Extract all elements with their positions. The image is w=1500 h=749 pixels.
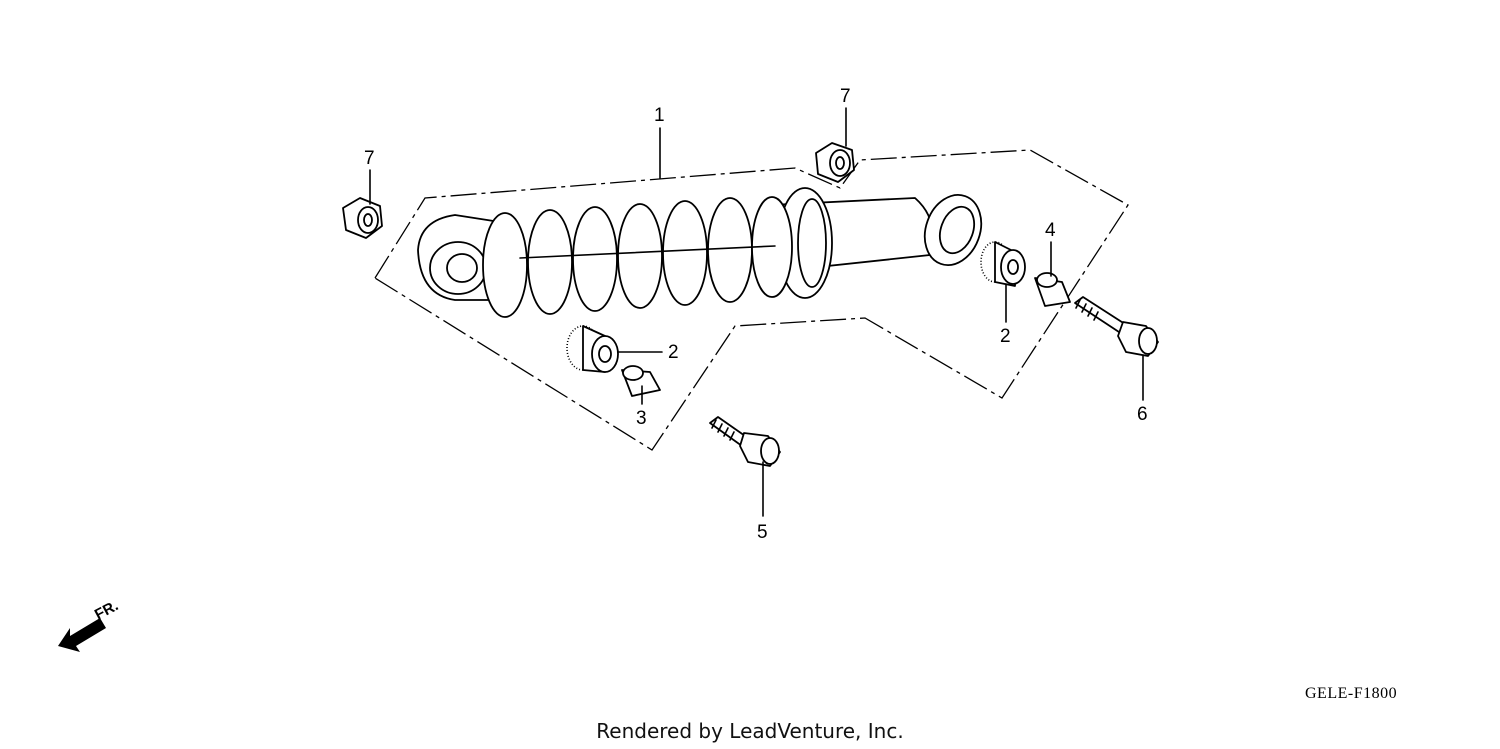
bushing-lower[interactable] xyxy=(566,325,619,373)
callout-2-lower: 2 xyxy=(668,342,679,363)
callout-7-right: 7 xyxy=(840,86,851,107)
callout-2-upper: 2 xyxy=(1000,326,1011,347)
diagram-code: GELE-F1800 xyxy=(1305,685,1397,702)
front-direction-indicator: FR. xyxy=(58,597,121,652)
callout-7-left: 7 xyxy=(364,148,375,169)
callout-1: 1 xyxy=(654,105,665,126)
callout-4: 4 xyxy=(1045,220,1056,241)
assembly-outline xyxy=(374,149,1129,451)
collar-lower[interactable] xyxy=(621,365,661,397)
rear-shock-absorber[interactable] xyxy=(417,187,991,318)
front-arrow-icon xyxy=(58,618,106,652)
flange-nut-left[interactable] xyxy=(342,197,383,239)
flange-bolt-lower[interactable] xyxy=(709,416,781,467)
collar-upper[interactable] xyxy=(1034,272,1071,307)
flange-bolt-upper[interactable] xyxy=(1074,296,1159,357)
flange-nut-right[interactable] xyxy=(815,142,855,183)
front-label: FR. xyxy=(92,597,121,623)
callout-5: 5 xyxy=(757,522,768,543)
render-credit: Rendered by LeadVenture, Inc. xyxy=(596,719,903,743)
bushing-upper[interactable] xyxy=(980,241,1026,287)
callout-3: 3 xyxy=(636,408,647,429)
callout-6: 6 xyxy=(1137,404,1148,425)
